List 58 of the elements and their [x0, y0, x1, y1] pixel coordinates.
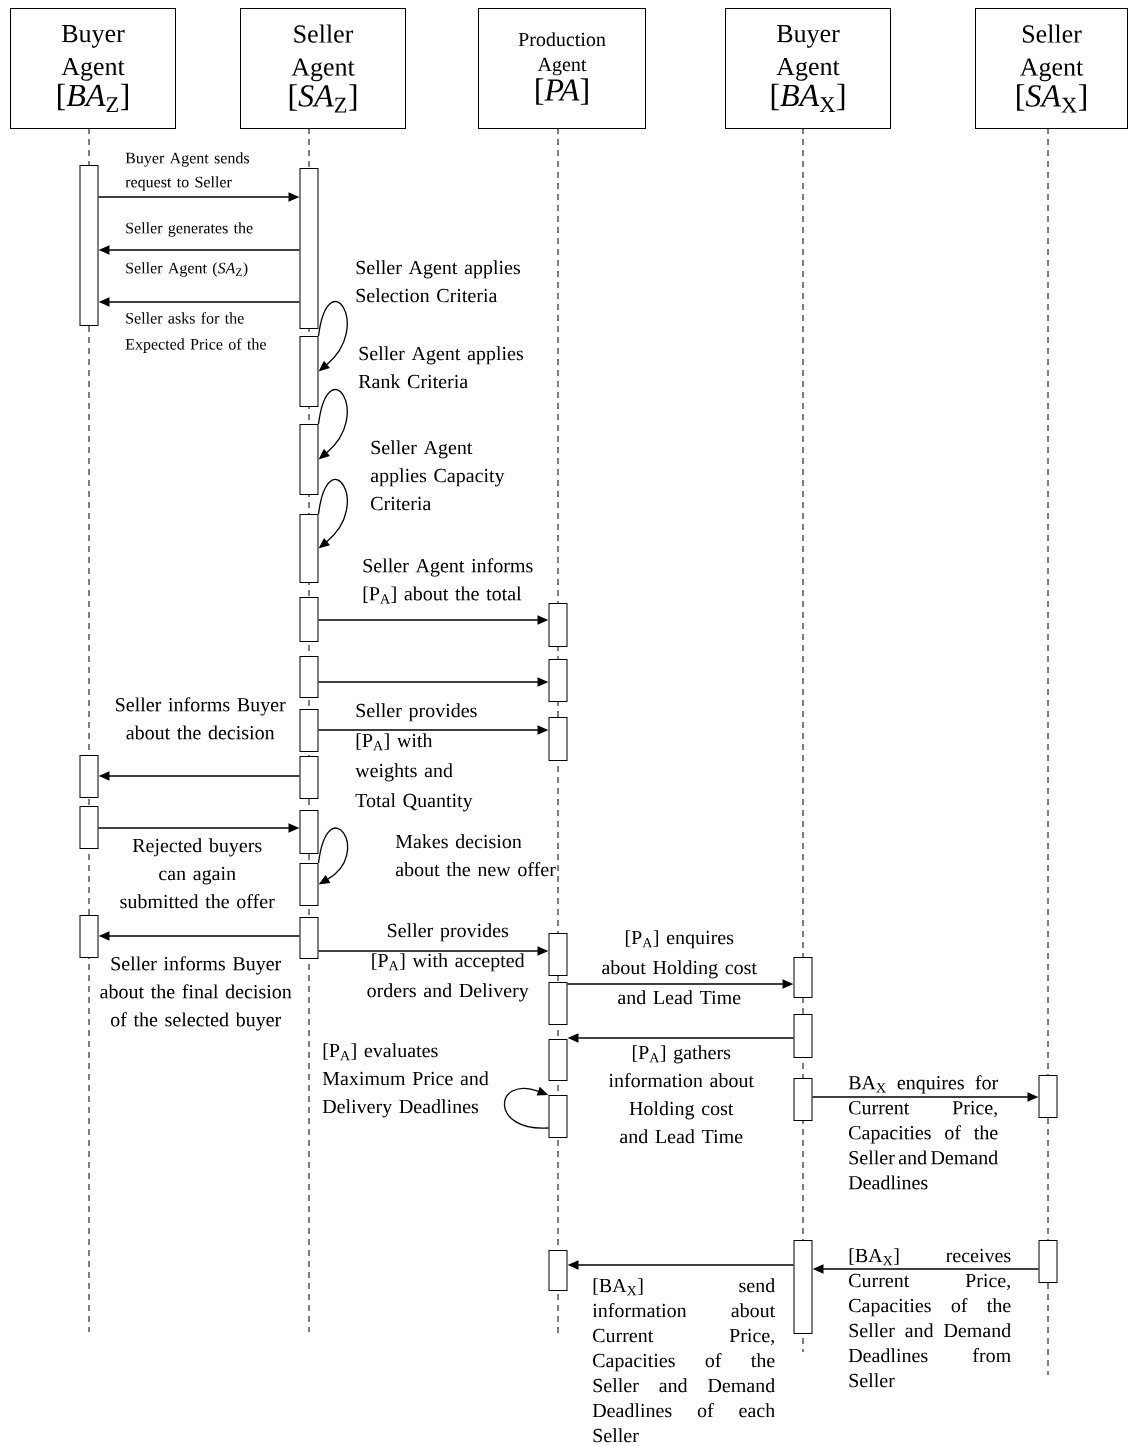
- message-arrow: [317, 827, 349, 885]
- activation-bar: [548, 1039, 568, 1081]
- edge-label: Makes decision about the new offer: [395, 834, 556, 877]
- lifeline-header-box: Seller Agent [SA$_{Z}$]: [240, 8, 406, 129]
- lifeline-header-box: Buyer Agent [BA$_{Z}$]: [10, 8, 176, 129]
- edge-label: Seller informs Buyer about the decision: [116, 697, 286, 740]
- activation-bar: [299, 917, 319, 959]
- activation-bar: [299, 709, 319, 752]
- edge-label: Seller provides [P$_{A}$] with weights and Total Quantity: [355, 703, 477, 812]
- activation-bar: [548, 982, 568, 1025]
- activation-bar: [79, 915, 99, 958]
- activation-bar: [79, 165, 99, 326]
- activation-bar: [548, 603, 568, 647]
- activation-bar: [79, 755, 99, 798]
- lifeline-header-box: Buyer Agent [BA$_{X}$]: [725, 8, 891, 129]
- edge-label: BA$_{X}$ enquires for Current Price, Capacities of the Seller and Demand Deadlines: [848, 1075, 998, 1190]
- activation-bar: [79, 806, 99, 849]
- edge-label: [P$_{A}$] gathers information about Holding cost and Lead Time: [608, 1045, 754, 1144]
- edge-label: [BA$_{X}$] receives Current Price, Capacities of the Seller and Demand Deadlines from Seller: [848, 1248, 1011, 1388]
- edge-label: [BA$_{X}$] send information about Current Price, Capacities of the Seller and Demand Deadlines of each Seller: [592, 1278, 776, 1443]
- activation-bar: [1038, 1075, 1058, 1118]
- message-arrow: [317, 478, 348, 549]
- edge-label: Seller Agent informs [P$_{A}$] about the total: [363, 558, 533, 604]
- activation-bar: [793, 1014, 813, 1058]
- activation-bar: [299, 810, 319, 854]
- activation-bar: [548, 717, 568, 761]
- activation-bar: [1038, 1240, 1058, 1283]
- edge-label: [P$_{A}$] enquires about Holding cost and Lead Time: [602, 930, 757, 1005]
- edge-label: Seller informs Buyer about the final decision of the selected buyer: [100, 956, 292, 1031]
- edge-label: Buyer Agent sends request to Seller: [125, 152, 250, 191]
- activation-bar: [548, 1095, 568, 1138]
- edge-label: Seller Agent applies Selection Criteria: [356, 260, 520, 303]
- activation-bar: [793, 957, 813, 998]
- lifeline-header-box: Seller Agent [SA$_{X}$]: [975, 8, 1128, 129]
- message-arrow: [317, 300, 348, 372]
- activation-bar: [299, 514, 319, 583]
- lifeline-header-box: Production Agent [PA]: [478, 8, 646, 129]
- activation-bar: [548, 1250, 568, 1291]
- activation-bar: [299, 424, 319, 495]
- edge-label: [P$_{A}$] evaluates Maximum Price and Delivery Deadlines: [322, 1043, 489, 1118]
- edge-label: Seller Agent applies Capacity Criteria: [370, 440, 505, 511]
- edge-label: Seller generates the Seller Agent (SA$_{Z}$): [126, 222, 253, 277]
- edge-label: Seller asks for the Expected Price of the: [125, 312, 266, 353]
- activation-bar: [793, 1078, 813, 1121]
- edge-label: Seller Agent applies Rank Criteria: [358, 346, 523, 389]
- message-arrow: [503, 1086, 550, 1129]
- activation-bar: [548, 659, 568, 702]
- activation-bar: [793, 1240, 813, 1334]
- edge-label: Rejected buyers can again submitted the offer: [120, 838, 275, 909]
- activation-bar: [299, 168, 319, 329]
- activation-bar: [299, 597, 319, 642]
- activation-bar: [548, 933, 568, 976]
- activation-bar: [299, 656, 319, 698]
- message-arrow: [317, 388, 348, 460]
- edge-label: Seller provides [P$_{A}$] with accepted orders and Delivery: [367, 923, 529, 1002]
- activation-bar: [299, 336, 319, 407]
- activation-bar: [299, 863, 319, 906]
- activation-bar: [299, 756, 319, 799]
